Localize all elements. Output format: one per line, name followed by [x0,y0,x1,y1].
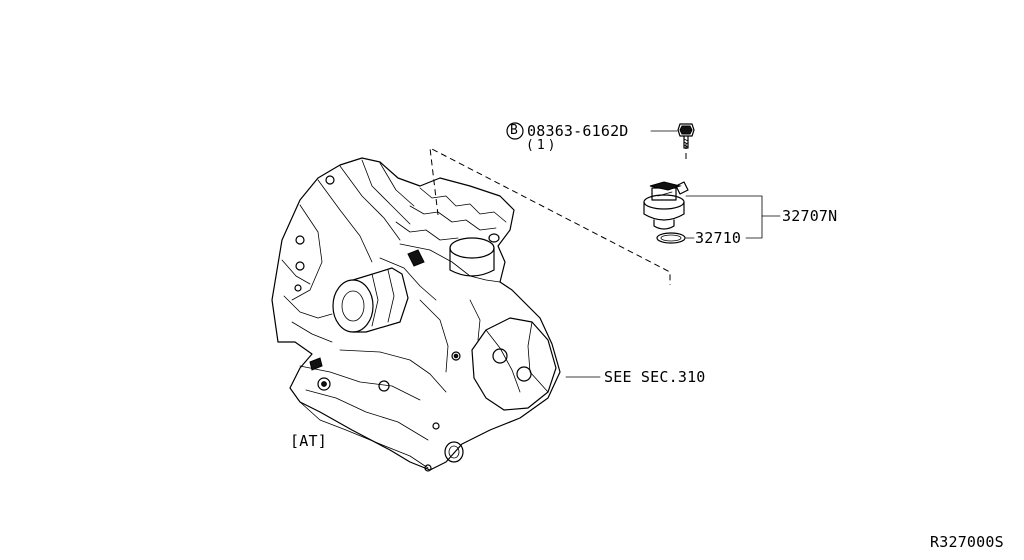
bolt-quantity: (1) [526,138,559,153]
sensor-32707n [643,181,689,230]
sensor-part-number: 32707N [782,207,838,225]
mounting-location-line [429,147,671,285]
variant-label: [AT] [290,432,327,450]
bolt-08363-6162d [677,123,695,149]
see-section-note: SEE SEC.310 [604,368,706,386]
bolt-marker-circle [506,122,524,140]
o-ring-part-number: 32710 [695,229,742,247]
housing-bosses [294,175,532,472]
transmission-housing [271,157,561,471]
top-cap [407,233,500,277]
bolt-marker-letter: B [510,123,519,138]
bolt-part-number: 08363-6162D [527,122,629,140]
o-ring-32710 [656,232,686,244]
bell-housing-outline [271,157,561,471]
sensor-leader [685,195,763,239]
diagram-code: R327000S [930,533,1004,551]
axle-boss [332,267,409,333]
